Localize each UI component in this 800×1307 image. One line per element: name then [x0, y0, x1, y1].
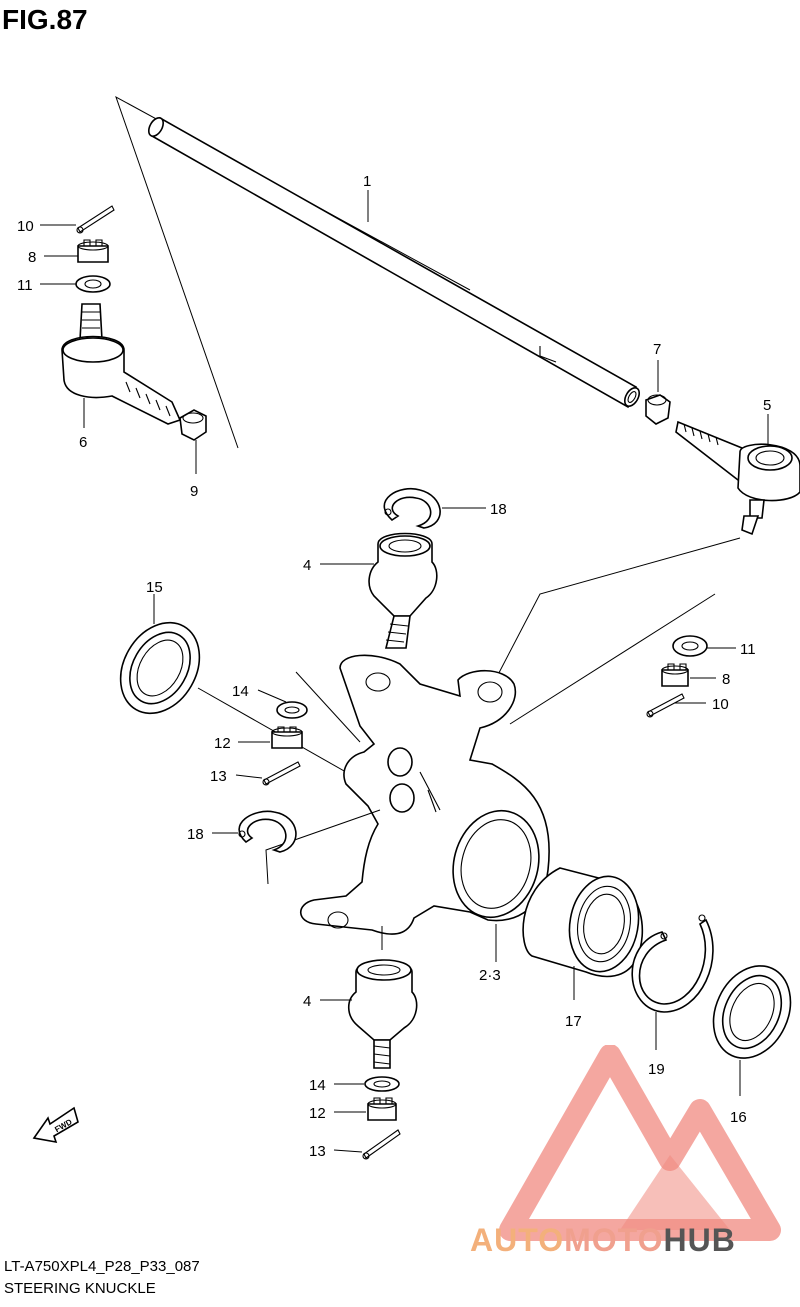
cotter-pin-upper: [262, 761, 301, 786]
wheel-bearing: [522, 867, 644, 978]
tie-rod-end-right: [675, 420, 800, 536]
model-code: LT-A750XPL4_P28_P33_087: [4, 1258, 200, 1275]
callout-13-lower: 13: [309, 1143, 326, 1160]
callout-1: 1: [363, 173, 371, 190]
callout-10-left: 10: [17, 218, 34, 235]
washer-lower: [364, 1076, 400, 1092]
callout-9: 9: [190, 483, 198, 500]
castle-nut-upper: [271, 726, 303, 749]
oil-seal-right: [712, 965, 792, 1059]
callout-6: 6: [79, 434, 87, 451]
circlip-upper: [383, 488, 441, 529]
callout-8-right: 8: [722, 671, 730, 688]
callout-14-upper: 14: [232, 683, 249, 700]
callout-16: 16: [730, 1109, 747, 1126]
callout-13-upper: 13: [210, 768, 227, 785]
castle-nut-left: [77, 239, 109, 263]
lock-nut-right: [645, 394, 671, 425]
castle-nut-right: [661, 663, 689, 687]
tie-rod-tube: [147, 116, 641, 409]
tie-rod-end-left: [61, 303, 182, 425]
callout-12-lower: 12: [309, 1105, 326, 1122]
callout-12-upper: 12: [214, 735, 231, 752]
lock-nut-left: [179, 409, 207, 441]
washer-upper: [276, 701, 308, 719]
section-name: STEERING KNUCKLE: [4, 1280, 156, 1297]
callout-15: 15: [146, 579, 163, 596]
callout-11-right: 11: [740, 641, 756, 658]
cotter-pin-left: [76, 205, 115, 234]
callout-14-lower: 14: [309, 1077, 326, 1094]
castle-nut-lower: [367, 1097, 397, 1121]
ball-joint-upper: [368, 532, 438, 649]
callout-17: 17: [565, 1013, 582, 1030]
callout-10-right: 10: [712, 696, 729, 713]
callout-19: 19: [648, 1061, 665, 1078]
callout-4-bottom: 4: [303, 993, 311, 1010]
callout-2-3: 2·3: [479, 967, 501, 984]
washer-right: [672, 635, 708, 657]
watermark-text: AUTOMOTOHUB: [470, 1222, 736, 1258]
figure-title: FIG.87: [2, 4, 88, 35]
callout-8-left: 8: [28, 249, 36, 266]
steering-knuckle: [299, 654, 550, 935]
callout-7: 7: [653, 341, 661, 358]
circlip-middle: [238, 810, 297, 853]
cotter-pin-right: [646, 693, 685, 718]
callout-4-top: 4: [303, 557, 311, 574]
oil-seal-left: [119, 621, 201, 715]
callout-18-mid: 18: [187, 826, 204, 843]
callout-18-top: 18: [490, 501, 507, 518]
snap-ring: [631, 914, 714, 1013]
figure-caption: LT-A750XPL4_P28_P33_087 STEERING KNUCKLE: [4, 1256, 200, 1300]
cotter-pin-lower: [362, 1129, 401, 1160]
watermark-logo-icon: [499, 1045, 781, 1241]
callout-5: 5: [763, 397, 771, 414]
callout-11-left: 11: [17, 277, 33, 294]
washer-left: [75, 275, 111, 293]
forward-direction-arrow-icon: FWD: [32, 1106, 79, 1144]
ball-joint-lower: [347, 959, 418, 1069]
